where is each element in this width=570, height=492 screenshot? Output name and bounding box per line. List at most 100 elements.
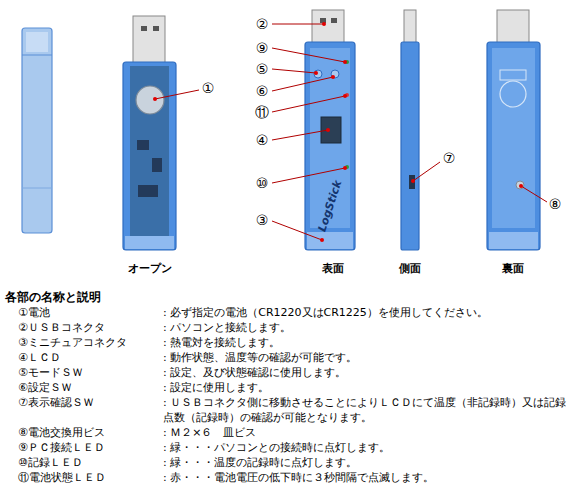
- leader-line: [272, 130, 328, 140]
- table-row: ①電池: 必ず指定の電池（CR1220又はCR1225）を使用してください。: [18, 305, 568, 320]
- callout-number: ⑪: [255, 105, 269, 119]
- table-row: ③ミニチュアコネクタ: 熱電対を接続します。: [18, 335, 568, 350]
- part-name: ⑨ＰＣ接続ＬＥＤ: [18, 440, 163, 455]
- table-row: ⑪電池状態ＬＥＤ: 赤・・・電池電圧の低下時に３秒間隔で点滅します。: [18, 470, 568, 485]
- view-caption: オープン: [128, 263, 172, 274]
- leader-dot: [343, 166, 347, 170]
- part-name: ②ＵＳＢコネクタ: [18, 320, 163, 335]
- battery-cover: [500, 70, 526, 80]
- callout-number: ⑨: [256, 41, 269, 55]
- lcd: [321, 117, 341, 143]
- miniature-connector: [307, 232, 353, 249]
- callout-number: ⑥: [256, 84, 269, 98]
- table-row: ⑤モードＳＷ: 設定、及び状態確認に使用します。: [18, 365, 568, 380]
- cap-edge: [22, 55, 52, 56]
- leader-dot: [326, 128, 330, 132]
- callout-number: ⑤: [256, 62, 269, 76]
- part-description: : 緑・・・パソコンとの接続時に点灯します。: [163, 440, 568, 455]
- battery: [136, 86, 164, 114]
- leader-dot: [322, 22, 326, 26]
- part-name: ①電池: [18, 305, 163, 320]
- display-switch: [409, 175, 415, 189]
- parts-table: ①電池: 必ず指定の電池（CR1220又はCR1225）を使用してください。②Ｕ…: [18, 305, 568, 485]
- usb-hole: [331, 18, 337, 23]
- part-name: ⑦表示確認ＳＷ: [18, 395, 163, 425]
- leader-line: [521, 186, 547, 202]
- mode-switch: [314, 70, 322, 78]
- table-row: ⑨ＰＣ接続ＬＥＤ: 緑・・・パソコンとの接続時に点灯します。: [18, 440, 568, 455]
- connector-end: [489, 232, 538, 249]
- usb-connector: [133, 16, 165, 64]
- section-heading: 各部の名称と説明: [5, 289, 101, 305]
- battery-screw: [516, 181, 524, 189]
- callout-number: ①: [202, 81, 215, 95]
- view-caption: 表面: [322, 263, 344, 274]
- back-panel: [492, 48, 535, 228]
- table-row: ④ＬＣＤ: 動作状態、温度等の確認が可能です。: [18, 350, 568, 365]
- callout-number: ⑦: [443, 151, 456, 165]
- setting-switch: [331, 70, 339, 78]
- cap: [22, 28, 52, 233]
- callout-number: ⑧: [549, 197, 562, 211]
- part-name: ⑩記録ＬＥＤ: [18, 455, 163, 470]
- part-description: : ＵＳＢコネクタ側に移動させることによりＬＣＤにて温度（非記録時）又は記録点数…: [163, 395, 568, 425]
- part-name: ⑥設定ＳＷ: [18, 380, 163, 395]
- part-description: : 緑・・・温度の記録時に点灯します。: [163, 455, 568, 470]
- part-description: : 必ず指定の電池（CR1220又はCR1225）を使用してください。: [163, 305, 568, 320]
- part-name: ③ミニチュアコネクタ: [18, 335, 163, 350]
- part-description: : 設定に使用します。: [163, 380, 568, 395]
- circuit-board: [130, 66, 169, 236]
- leader-line: [413, 162, 440, 181]
- part-description: : 設定、及び状態確認に使用します。: [163, 365, 568, 380]
- cap-ridge: [22, 188, 52, 189]
- part-description: : 赤・・・電池電圧の低下時に３秒間隔で点滅します。: [163, 470, 568, 485]
- usb-hole: [320, 18, 326, 23]
- part-name: ④ＬＣＤ: [18, 350, 163, 365]
- stick-body: [487, 42, 540, 250]
- callout-number: ②: [256, 17, 269, 31]
- leader-dot: [519, 184, 523, 188]
- leader-dots: [153, 22, 523, 242]
- leader-line: [272, 77, 333, 91]
- usb-connector: [312, 10, 344, 46]
- cap-top: [26, 32, 48, 52]
- usb-connector: [404, 10, 416, 46]
- usb-hole: [153, 26, 159, 31]
- leader-dot: [343, 94, 347, 98]
- leader-dot: [320, 238, 324, 242]
- connector-end: [125, 236, 174, 249]
- leader-dot: [343, 60, 347, 64]
- part-description: : 熱電対を接続します。: [163, 335, 568, 350]
- chip: [152, 158, 162, 172]
- part-description: : 動作状態、温度等の確認が可能です。: [163, 350, 568, 365]
- stick-body: [305, 42, 355, 250]
- part-description: : パソコンと接続します。: [163, 320, 568, 335]
- leader-line: [272, 96, 345, 112]
- table-row: ⑥設定ＳＷ: 設定に使用します。: [18, 380, 568, 395]
- part-name: ⑤モードＳＷ: [18, 365, 163, 380]
- view-caption: 裏面: [502, 263, 524, 274]
- callout-number: ③: [256, 213, 269, 227]
- leader-dot: [153, 97, 157, 101]
- table-row: ⑧電池交換用ビス: Ｍ２×６ 皿ビス: [18, 425, 568, 440]
- leader-lines: [155, 24, 547, 240]
- part-description: : Ｍ２×６ 皿ビス: [163, 425, 568, 440]
- view-caption: 側面: [399, 263, 421, 274]
- table-row: ⑦表示確認ＳＷ: ＵＳＢコネクタ側に移動させることによりＬＣＤにて温度（非記録時…: [18, 395, 568, 425]
- callout-number: ④: [256, 133, 269, 147]
- table-row: ⑩記録ＬＥＤ: 緑・・・温度の記録時に点灯します。: [18, 455, 568, 470]
- battery-cover: [500, 81, 526, 107]
- stick-body: [123, 62, 176, 250]
- chip: [138, 185, 158, 197]
- leader-dot: [411, 179, 415, 183]
- leader-line: [272, 48, 345, 62]
- stick-body: [401, 42, 419, 250]
- part-name: ⑪電池状態ＬＥＤ: [18, 470, 163, 485]
- leader-dot: [314, 71, 318, 75]
- chip: [137, 140, 149, 150]
- leader-line: [272, 24, 324, 25]
- leader-line: [272, 221, 322, 240]
- usb-hole: [141, 26, 147, 31]
- usb-connector: [497, 10, 529, 46]
